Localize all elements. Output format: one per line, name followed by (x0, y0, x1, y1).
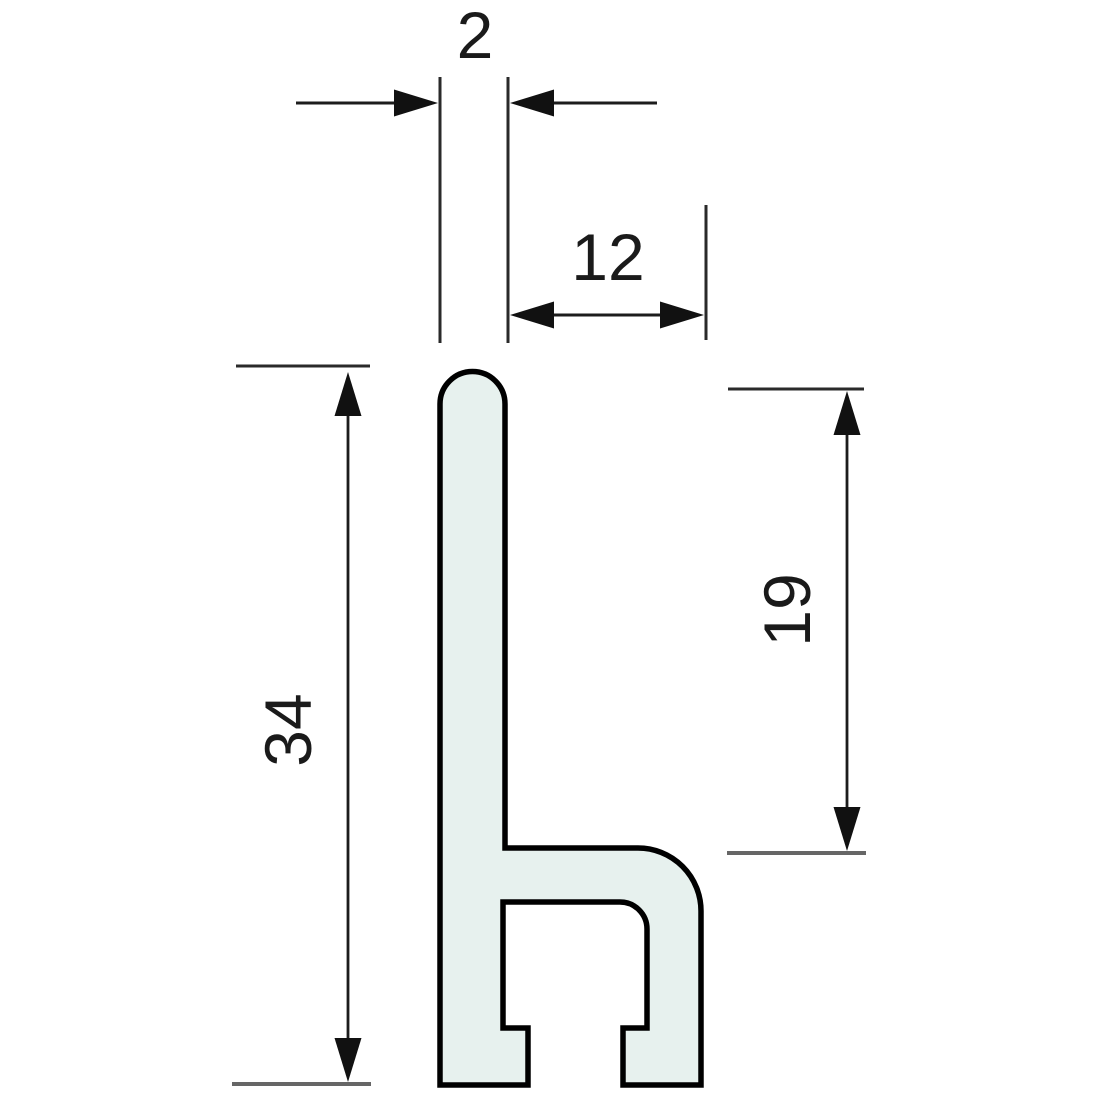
profile-outline (437, 368, 704, 1088)
arrowhead-up-pointing (334, 372, 362, 416)
dimension-right-height: 19 (727, 387, 866, 855)
arrowhead-left-pointing (510, 89, 554, 117)
arrowhead-down-pointing (833, 807, 861, 851)
dimension-wall-thickness: 2 (296, 0, 657, 343)
profile-cross-section (437, 368, 704, 1088)
dimension-flange-width: 12 (510, 205, 708, 340)
arrowhead-right-pointing (394, 89, 438, 117)
arrowhead-up-pointing (833, 391, 861, 435)
arrowhead-right-pointing (660, 301, 704, 329)
dim-label-flange-width: 12 (571, 220, 644, 294)
arrowhead-left-pointing (510, 301, 554, 329)
dim-label-total-height: 34 (251, 693, 325, 766)
dimension-total-height: 34 (232, 364, 371, 1086)
dim-label-right-height: 19 (750, 573, 824, 646)
dim-label-wall-thickness: 2 (457, 0, 494, 72)
arrowhead-down-pointing (334, 1038, 362, 1082)
